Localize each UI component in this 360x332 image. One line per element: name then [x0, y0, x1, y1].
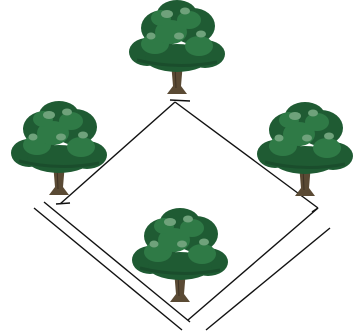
tree-icon — [132, 208, 228, 302]
foul-lines-right — [206, 228, 330, 330]
tree-icon — [129, 0, 225, 94]
tree-icon — [257, 102, 353, 196]
tree-icon — [11, 101, 107, 195]
